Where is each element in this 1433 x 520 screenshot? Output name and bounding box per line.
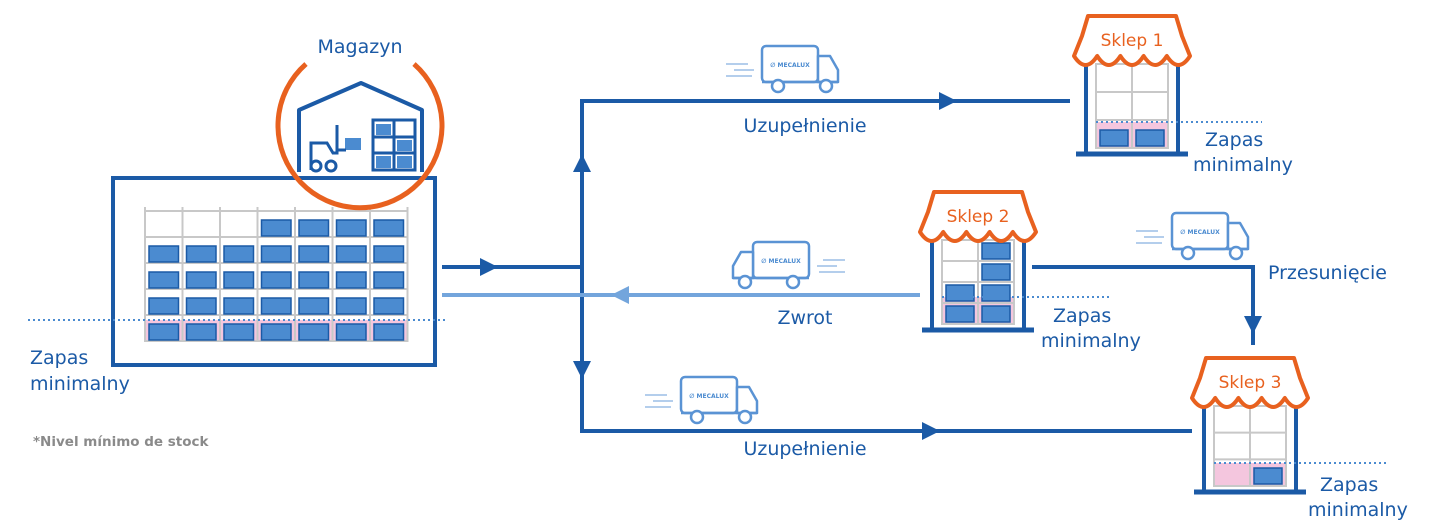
shop-min-stock-line1: Zapas <box>1053 305 1111 327</box>
pallet-box <box>335 219 367 237</box>
warehouse-building-icon <box>297 81 424 173</box>
replenishment-top-arrow <box>939 92 957 110</box>
pallet-box <box>223 323 255 341</box>
footnote: *Nivel mínimo de stock <box>33 434 210 450</box>
pallet-box <box>260 323 292 341</box>
truck-brand-label: ∅ MECALUX <box>770 62 810 69</box>
pallet-box <box>185 271 217 289</box>
pallet-box <box>335 245 367 263</box>
shop-box <box>981 305 1011 323</box>
warehouse-min-stock-line1: Zapas <box>30 347 88 369</box>
warehouse-icon-ring <box>275 62 445 211</box>
pallet-box <box>373 297 405 315</box>
trunk-up-arrow <box>573 154 591 172</box>
shop-box <box>945 305 975 323</box>
truck-transfer: ∅ MECALUX <box>1136 211 1250 261</box>
pallet-box <box>260 245 292 263</box>
shop-min-stock-line1: Zapas <box>1320 474 1378 496</box>
shop-wall <box>1084 54 1180 154</box>
shop-3: Sklep 3 Zapas minimalny <box>1190 356 1408 520</box>
shop-2: Sklep 2 Zapas minimalny <box>918 190 1141 352</box>
return-arrow <box>611 286 629 304</box>
transfer-arrow <box>1244 316 1262 334</box>
pallet-box <box>185 323 217 341</box>
shop-box <box>1135 129 1165 147</box>
shop-awning <box>1190 356 1310 409</box>
shop-box <box>981 263 1011 281</box>
replenishment-bottom-arrow <box>922 422 940 440</box>
shop-wall <box>1202 396 1298 492</box>
shop-box <box>981 242 1011 260</box>
pallet-box <box>223 297 255 315</box>
shop-box <box>1253 467 1283 485</box>
pallet-box <box>298 297 330 315</box>
shop-label: Sklep 2 <box>947 207 1010 227</box>
trunk-down-arrow <box>573 361 591 379</box>
pallet-box <box>373 323 405 341</box>
shop-1: Sklep 1 Zapas minimalny <box>1072 14 1293 176</box>
truck-replenishment-bottom: ∅ MECALUX <box>645 375 759 425</box>
pallet-box <box>373 271 405 289</box>
shop-box <box>945 284 975 302</box>
pallet-box <box>335 323 367 341</box>
pallet-box <box>298 219 330 237</box>
pallet-box <box>185 245 217 263</box>
outbound-arrow <box>480 258 498 276</box>
pallet-box <box>185 297 217 315</box>
truck-brand-label: ∅ MECALUX <box>689 393 729 400</box>
truck-brand-label: ∅ MECALUX <box>761 258 801 265</box>
pallet-box <box>223 271 255 289</box>
warehouse-label: Magazyn <box>318 36 403 58</box>
shop-min-stock-line2: minimalny <box>1308 499 1408 520</box>
pallet-box <box>298 271 330 289</box>
shop-label: Sklep 3 <box>1219 373 1282 393</box>
shop-box <box>981 284 1011 302</box>
shop-awning <box>1072 14 1192 67</box>
replenishment-top-label: Uzupełnienie <box>743 115 866 137</box>
trucks: ∅ MECALUX ∅ MECALUX ∅ MECALUX ∅ MECALUX <box>645 44 1250 425</box>
truck-replenishment-top: ∅ MECALUX <box>726 44 840 94</box>
replenishment-bottom-label: Uzupełnienie <box>743 438 866 460</box>
pallet-box <box>260 271 292 289</box>
flow-network <box>442 92 1262 440</box>
pallet-box <box>373 245 405 263</box>
shop-wall <box>930 230 1026 330</box>
shop-box <box>1099 129 1129 147</box>
pallet-box <box>148 271 180 289</box>
transfer-label: Przesunięcie <box>1268 262 1387 284</box>
pallet-box <box>260 219 292 237</box>
shop-min-stock-line1: Zapas <box>1205 129 1263 151</box>
shop-min-stock-line2: minimalny <box>1193 154 1293 176</box>
pallet-box <box>148 297 180 315</box>
pallet-box <box>223 245 255 263</box>
pallet-box <box>298 245 330 263</box>
pallet-box <box>373 219 405 237</box>
pallet-box <box>335 271 367 289</box>
warehouse-min-stock-line2: minimalny <box>30 373 130 395</box>
warehouse-rack <box>144 207 409 342</box>
shop-min-stock-line2: minimalny <box>1041 330 1141 352</box>
pallet-box <box>298 323 330 341</box>
pallet-box <box>148 245 180 263</box>
shop-label: Sklep 1 <box>1101 31 1164 51</box>
truck-return: ∅ MECALUX <box>731 240 845 290</box>
pallet-box <box>260 297 292 315</box>
pallet-box <box>148 323 180 341</box>
truck-brand-label: ∅ MECALUX <box>1180 229 1220 236</box>
shop-awning <box>918 190 1038 243</box>
return-label: Zwrot <box>777 307 832 329</box>
pallet-box <box>335 297 367 315</box>
warehouse: Magazyn Zapas minimalny <box>28 36 445 395</box>
